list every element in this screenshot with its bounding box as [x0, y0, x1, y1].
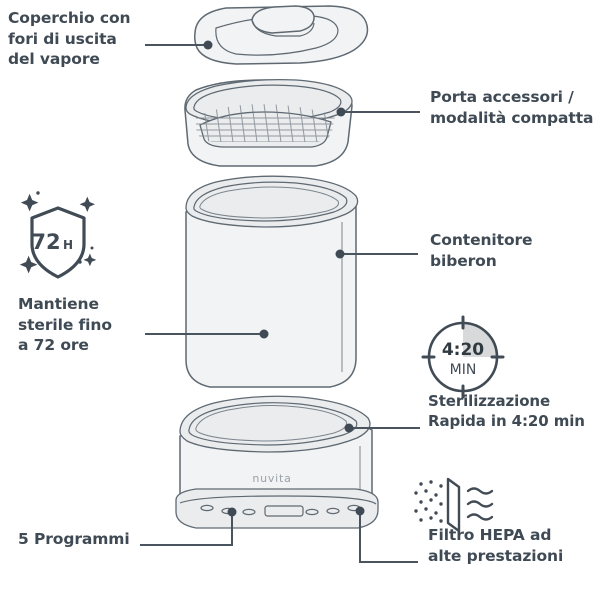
shield-72h-icon: 72 H: [19, 191, 97, 279]
brand-logo: nuvita: [252, 472, 291, 485]
callout-leader-lines: [140, 40, 420, 563]
product-lid: [194, 5, 369, 65]
svg-text:H: H: [63, 238, 73, 252]
callout-label-coperchio: Coperchio con fori di uscita del vapore: [8, 9, 131, 69]
callout-label-sterilizzazione: Sterilizzazione Rapida in 4:20 min: [428, 392, 585, 430]
svg-text:MIN: MIN: [450, 362, 477, 378]
callout-label-mantiene-sterile: Mantiene sterile fino a 72 ore: [18, 295, 112, 355]
svg-text:72: 72: [31, 230, 60, 254]
callout-dot-programmi: [227, 507, 237, 517]
callout-dot-porta: [336, 107, 346, 117]
base-unit: nuvita: [175, 395, 379, 529]
svg-text:4:20: 4:20: [442, 340, 484, 360]
callout-dot-mantiene: [259, 329, 269, 339]
callout-dot-contenitore: [335, 249, 345, 259]
callout-label-programmi: 5 Programmi: [18, 530, 130, 548]
control-panel-display: [264, 505, 304, 517]
control-panel-buttons[interactable]: [200, 504, 361, 516]
timer-icon: 4:20 MIN: [421, 315, 505, 399]
callout-dot-hepa: [355, 506, 365, 516]
callout-dot-sterilizzazione: [344, 423, 354, 433]
hepa-filter-icon: [414, 477, 494, 533]
accessory-tray: [184, 78, 353, 167]
callout-label-filtro-hepa: Filtro HEPA ad alte prestazioni: [428, 526, 564, 565]
bottle-container: [185, 175, 359, 388]
callout-label-contenitore: Contenitore biberon: [430, 231, 533, 270]
callout-label-porta-accessori: Porta accessori / modalità compatta: [430, 88, 594, 127]
callout-dot-coperchio: [203, 40, 213, 50]
